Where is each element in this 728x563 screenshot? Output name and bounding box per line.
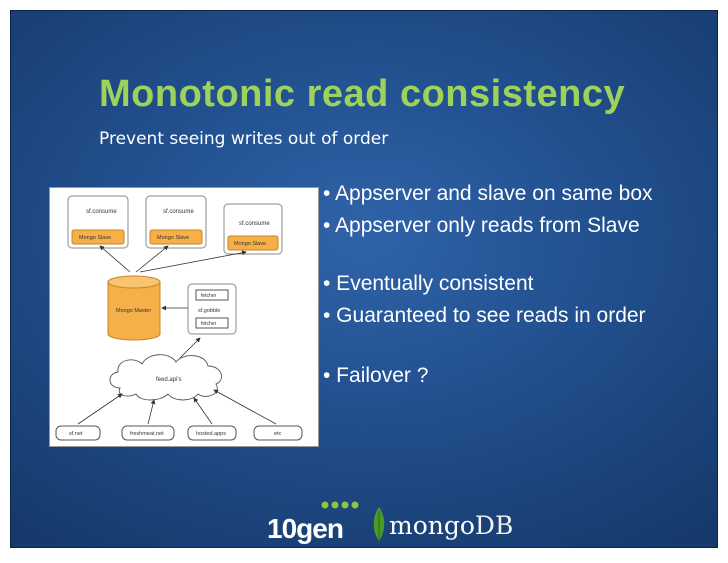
gobble-label: sf.gobble — [198, 308, 220, 314]
gobble-group — [187, 283, 237, 335]
leaf-icon — [373, 507, 385, 543]
fetcher-box — [195, 289, 229, 301]
mongo-slave-box — [71, 229, 125, 245]
slide-title: Monotonic read consistency — [99, 73, 626, 115]
appserver-label: sf.consume — [163, 209, 194, 215]
bullet-item: • Failover ? — [323, 364, 429, 387]
appserver-label: sf.consume — [239, 221, 270, 227]
source-label: sf.net — [69, 431, 83, 437]
product-suffix: DB — [474, 511, 514, 540]
source-label: freshmeat.net — [130, 431, 164, 437]
cloud-label: feed.api's — [156, 377, 182, 383]
slide: Monotonic read consistency Prevent seein… — [10, 10, 718, 548]
product-logo-text: mongoDB — [389, 511, 513, 540]
company-logo-text: 10gen — [267, 513, 344, 544]
bullet-item: • Appserver only reads from Slave — [323, 214, 640, 237]
source-box — [253, 425, 303, 441]
mongo-master-cylinder — [107, 275, 161, 341]
slide-subtitle: Prevent seeing writes out of order — [99, 129, 389, 149]
bullet-item: • Guaranteed to see reads in order — [323, 304, 646, 327]
bullet-list: • Appserver and slave on same box • Apps… — [323, 181, 715, 389]
fetcher-label: fetcher — [201, 293, 217, 299]
fetcher-label: fetcher — [201, 321, 217, 327]
architecture-diagram: sf.consume sf.consume sf.consume Mongo S… — [49, 187, 319, 447]
app-group-3 — [223, 203, 283, 255]
source-box — [187, 425, 237, 441]
app-group-1 — [67, 195, 129, 249]
mongo-master-label: Mongo Master — [116, 308, 151, 314]
app-group-2 — [145, 195, 207, 249]
footer-logo: 10gen mongoDB — [267, 491, 527, 547]
feed-apis-cloud — [109, 354, 222, 401]
appserver-label: sf.consume — [86, 209, 117, 215]
product-prefix: mongo — [389, 511, 475, 540]
source-label: hosted.apps — [196, 431, 226, 437]
fetcher-box — [195, 317, 229, 329]
mongo-slave-label: Mongo Slave — [79, 235, 111, 241]
mongo-slave-box — [149, 229, 203, 245]
bullet-item: • Eventually consistent — [323, 272, 534, 295]
mongo-slave-label: Mongo Slave — [234, 241, 266, 247]
mongo-slave-label: Mongo Slave — [157, 235, 189, 241]
source-box — [55, 425, 101, 441]
bullet-item: • Appserver and slave on same box — [323, 182, 653, 205]
source-label: etc — [274, 431, 282, 437]
dots-icon — [321, 501, 359, 509]
mongo-slave-box — [227, 235, 279, 251]
source-box — [121, 425, 175, 441]
